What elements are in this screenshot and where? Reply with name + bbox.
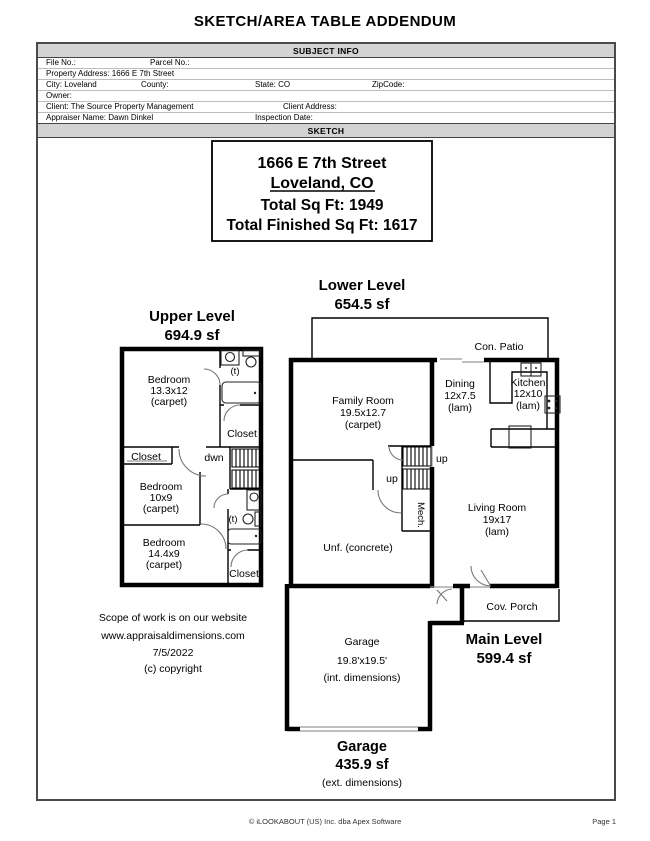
footer-page-number: Page 1 bbox=[592, 817, 616, 826]
document-title: SKETCH/AREA TABLE ADDENDUM bbox=[193, 13, 457, 30]
footer-copyright: © iLOOKABOUT (US) Inc. dba Apex Software bbox=[248, 817, 402, 826]
form-row-owner: Owner: bbox=[38, 90, 614, 102]
page-footer: © iLOOKABOUT (US) Inc. dba Apex Software… bbox=[0, 817, 650, 826]
form-row-file: File No.: Parcel No.: bbox=[38, 57, 614, 69]
field-parcel-no: Parcel No.: bbox=[150, 58, 190, 67]
field-city: City: Loveland bbox=[46, 80, 97, 89]
field-state: State: CO bbox=[255, 80, 291, 89]
form-frame: SUBJECT INFO File No.: Parcel No.: Prope… bbox=[36, 42, 616, 801]
field-client-address: Client Address: bbox=[283, 102, 337, 111]
field-county: County: bbox=[141, 80, 169, 89]
form-row-address: Property Address: 1666 E 7th Street bbox=[38, 68, 614, 80]
form-row-city: City: Loveland County: State: CO ZipCode… bbox=[38, 79, 614, 91]
field-property-address: Property Address: 1666 E 7th Street bbox=[46, 69, 175, 78]
form-row-appraiser: Appraiser Name: Dawn Dinkel Inspection D… bbox=[38, 112, 614, 123]
field-inspection-date: Inspection Date: bbox=[255, 113, 313, 122]
field-zipcode: ZipCode: bbox=[372, 80, 405, 89]
field-file-no: File No.: bbox=[46, 58, 76, 67]
form-row-client: Client: The Source Property Management C… bbox=[38, 101, 614, 113]
subject-info-header: SUBJECT INFO bbox=[38, 44, 614, 58]
sketch-header: SKETCH bbox=[38, 123, 614, 138]
field-client: Client: The Source Property Management bbox=[46, 102, 194, 111]
field-owner: Owner: bbox=[46, 91, 72, 100]
field-appraiser: Appraiser Name: Dawn Dinkel bbox=[46, 113, 154, 122]
